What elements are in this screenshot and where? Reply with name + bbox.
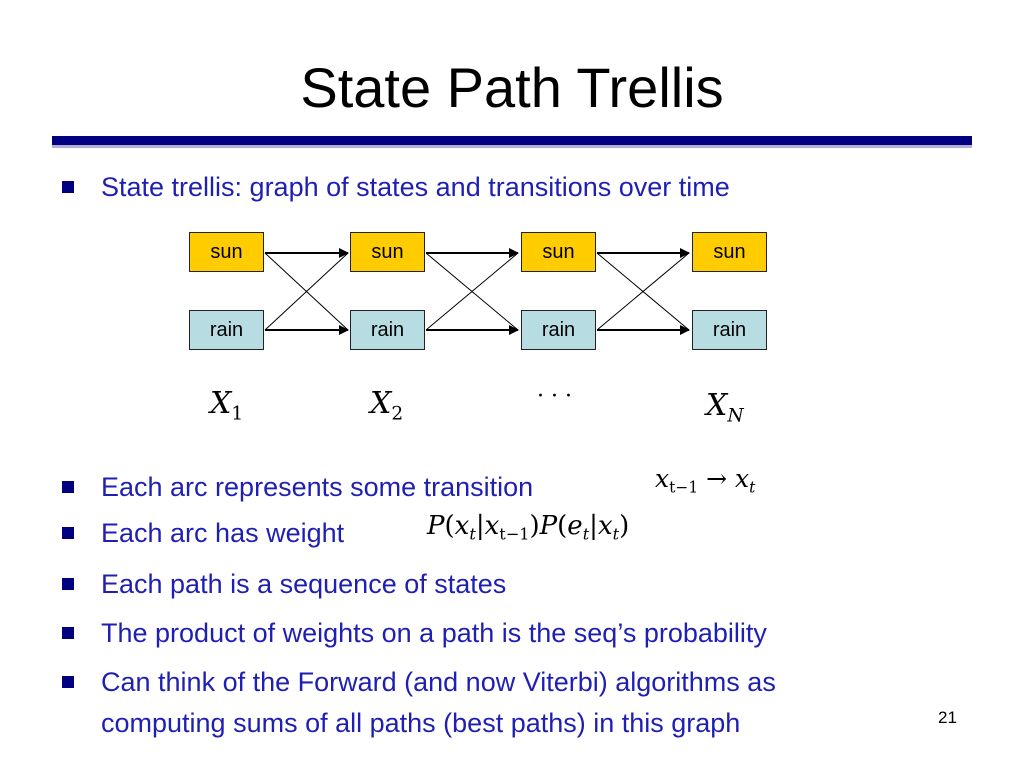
bullet-text: Each arc has weight — [101, 518, 345, 548]
bullet-marker — [62, 527, 74, 539]
bullet-text: State trellis: graph of states and trans… — [101, 172, 730, 202]
slide-title: State Path Trellis — [300, 56, 724, 119]
time-label-sub: 1 — [231, 403, 244, 425]
arc-rain-sun — [425, 252, 519, 331]
state-node-sun: sun — [350, 232, 425, 272]
time-label-sub: 2 — [391, 403, 404, 425]
bullet-marker — [62, 181, 74, 193]
time-label-var: · · · — [537, 384, 572, 409]
time-label-var: X — [370, 386, 392, 421]
arc-rain-sun — [264, 252, 349, 331]
time-label: X2 — [370, 386, 403, 425]
state-node-rain: rain — [692, 310, 767, 350]
state-node-sun: sun — [521, 232, 596, 272]
state-node-rain: rain — [521, 310, 596, 350]
bullet-text-continuation: computing sums of all paths (best paths)… — [101, 708, 741, 738]
state-node-rain: rain — [350, 310, 425, 350]
title-underline — [52, 136, 972, 145]
bullet-marker — [62, 481, 74, 493]
page-number: 21 — [938, 708, 957, 727]
bullet-text: Each arc represents some transition — [101, 472, 534, 502]
transition-formula: xt−1 → xt — [655, 464, 756, 497]
time-label-ellipsis: · · · — [537, 384, 572, 412]
weight-formula: P(xt|xt−1)P(et|xt) — [427, 511, 630, 544]
state-node-sun: sun — [692, 232, 767, 272]
arc-rain-sun — [596, 252, 690, 331]
title-underline-shadow — [52, 145, 972, 148]
bullet-text: Each path is a sequence of states — [101, 569, 507, 599]
bullet-text: Can think of the Forward (and now Viterb… — [101, 667, 776, 697]
state-node-rain: rain — [189, 310, 264, 350]
time-label: XN — [706, 388, 744, 427]
bullet-marker — [62, 676, 74, 688]
time-label-var: X — [706, 388, 728, 423]
time-label-sub: N — [727, 405, 744, 427]
bullet-marker — [62, 627, 74, 639]
bullet-text: The product of weights on a path is the … — [101, 618, 767, 648]
bullet-marker — [62, 578, 74, 590]
time-label-var: X — [210, 386, 232, 421]
time-label: X1 — [210, 386, 243, 425]
state-node-sun: sun — [189, 232, 264, 272]
